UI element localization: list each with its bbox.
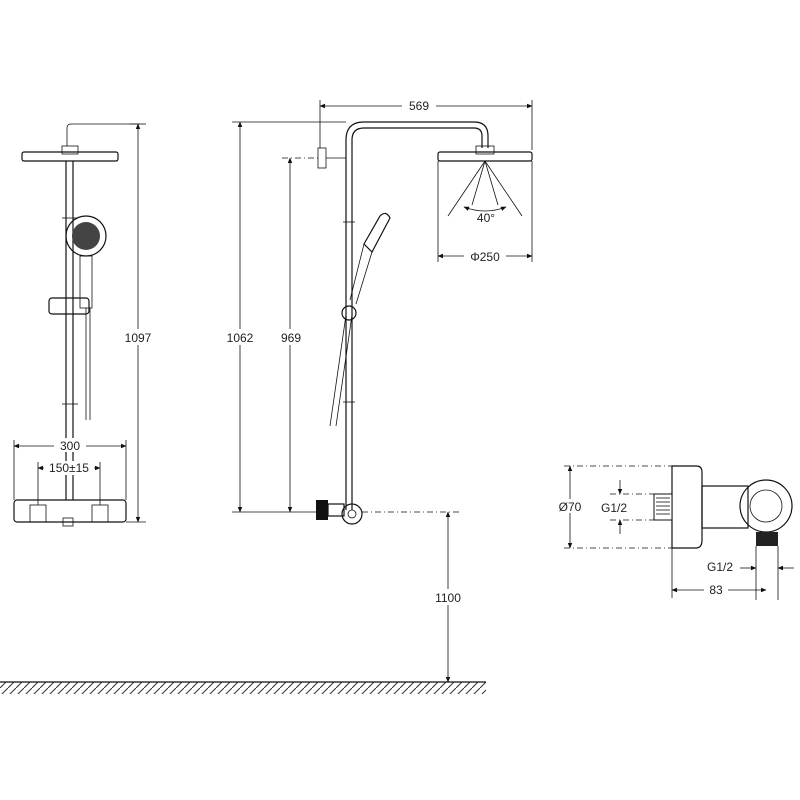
detail-inlet-thread — [653, 493, 673, 521]
label-body-depth: 83 — [709, 583, 723, 597]
side-view: 40° Φ250 569 1062 — [222, 98, 533, 683]
floor-hatch — [0, 682, 486, 694]
front-hand-shower-face — [72, 222, 100, 250]
side-slider-knob — [341, 305, 357, 321]
label-side-height: 1062 — [227, 331, 254, 345]
front-head-connector — [61, 145, 79, 155]
side-hose — [329, 314, 347, 427]
front-view: 300 150±15 1097 — [13, 123, 156, 527]
label-head-diameter: Φ250 — [470, 250, 500, 264]
label-inlet-spacing: 150±15 — [49, 461, 89, 475]
floor — [0, 681, 486, 694]
side-thermostat-knob — [316, 500, 328, 520]
front-hand-shower-handle — [79, 255, 93, 309]
spray-angle-arc — [463, 206, 507, 212]
side-shower-head — [437, 151, 533, 162]
label-rail-height: 969 — [281, 331, 301, 345]
front-shower-head — [21, 151, 119, 162]
label-spray-angle: 40° — [477, 211, 495, 225]
side-hand-shower — [363, 212, 391, 253]
detail-wall-plate — [671, 465, 703, 549]
side-thermostat-valve — [341, 503, 363, 525]
label-head-projection: 569 — [409, 99, 429, 113]
wall-bracket — [317, 147, 327, 169]
detail-valve-body — [701, 485, 749, 529]
detail-outlet-thread — [756, 532, 778, 546]
label-body-diameter: Ø70 — [559, 500, 582, 514]
front-slider — [48, 297, 90, 315]
label-inlet-thread: G1/2 — [601, 501, 627, 515]
label-outlet-thread: G1/2 — [707, 560, 733, 574]
front-top-arm — [66, 123, 140, 146]
label-mount-height: 1100 — [435, 591, 461, 605]
side-top-arm — [345, 121, 489, 148]
front-thermostat-bar — [13, 499, 127, 523]
detail-view: Ø70 G1/2 G1/2 83 — [554, 465, 794, 600]
label-front-total-height: 1097 — [125, 331, 152, 345]
label-front-width: 300 — [60, 439, 80, 453]
